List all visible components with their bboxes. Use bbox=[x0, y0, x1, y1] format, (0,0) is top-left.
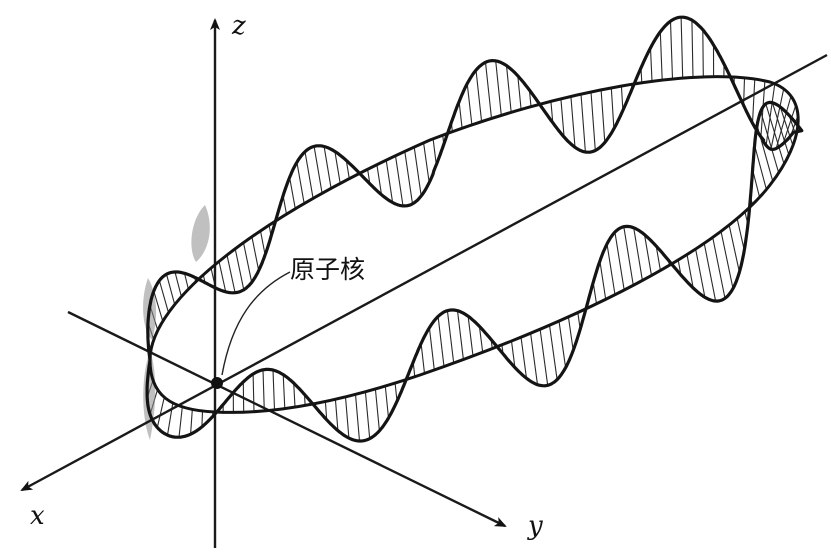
hatch-line bbox=[621, 86, 623, 110]
z-axis-label: z bbox=[231, 11, 246, 41]
hatch-line bbox=[651, 48, 653, 82]
hatch-line bbox=[179, 407, 182, 437]
hatch-line bbox=[766, 104, 784, 164]
hatch-line bbox=[611, 88, 614, 129]
hatch-line bbox=[429, 328, 434, 370]
y-axis bbox=[68, 312, 505, 526]
hatch-line bbox=[704, 243, 715, 301]
hatch-line bbox=[314, 146, 322, 193]
hatch-line bbox=[729, 225, 739, 272]
hatch-line bbox=[219, 261, 226, 291]
hatch-line bbox=[671, 21, 673, 79]
hatch-line bbox=[253, 374, 254, 412]
hatch-line bbox=[385, 386, 388, 418]
hatch-line bbox=[235, 249, 244, 290]
hatch-line bbox=[386, 160, 392, 202]
hatch-line bbox=[559, 321, 566, 368]
hatch-line bbox=[396, 156, 404, 206]
wave-hatching bbox=[147, 17, 798, 441]
hatch-line bbox=[581, 94, 585, 152]
hatch-line bbox=[365, 392, 369, 439]
hatch-line bbox=[305, 152, 313, 199]
hatch-line bbox=[290, 177, 296, 208]
hatch-line bbox=[540, 329, 548, 385]
hatch-line bbox=[703, 30, 704, 77]
hatch-line bbox=[447, 311, 453, 363]
hatch-line bbox=[660, 32, 662, 80]
hatch-line bbox=[753, 79, 755, 123]
hatch-line bbox=[227, 255, 235, 293]
hatch-line bbox=[438, 316, 444, 366]
hatch-line bbox=[467, 84, 472, 125]
hatch-line bbox=[263, 370, 264, 411]
y-axis-label: y bbox=[527, 511, 543, 541]
hatch-line bbox=[571, 96, 575, 147]
hatch-line bbox=[561, 99, 564, 137]
hatch-line bbox=[615, 232, 624, 290]
hatch-line bbox=[273, 370, 275, 410]
hatch-line bbox=[424, 143, 430, 183]
hatch-line bbox=[550, 325, 558, 380]
hatch-line bbox=[405, 151, 413, 203]
hatch-line bbox=[335, 399, 338, 431]
hatch-line bbox=[458, 311, 464, 360]
standing-wave bbox=[147, 17, 802, 441]
hatch-line bbox=[294, 383, 295, 407]
nucleus-dot bbox=[211, 377, 223, 389]
hatch-line bbox=[591, 92, 595, 151]
hatch-line bbox=[433, 139, 436, 165]
hatch-line bbox=[324, 147, 331, 189]
hatch-line bbox=[191, 410, 193, 435]
hatch-line bbox=[634, 228, 643, 281]
hatch-line bbox=[721, 231, 733, 288]
x-axis bbox=[22, 55, 827, 490]
hatch-line bbox=[283, 375, 285, 409]
hatch-line bbox=[476, 70, 482, 122]
hatch-line bbox=[507, 66, 512, 113]
nucleus-leader-line bbox=[222, 272, 290, 375]
hatch-line bbox=[297, 162, 304, 203]
hatch-line bbox=[568, 317, 573, 351]
hatch-line bbox=[421, 343, 424, 373]
hatch-line bbox=[356, 394, 360, 441]
hatch-line bbox=[521, 337, 527, 378]
hatch-line bbox=[531, 333, 538, 385]
hatch-line bbox=[167, 274, 175, 304]
hatch-line bbox=[414, 147, 421, 196]
hatch-line bbox=[486, 62, 492, 118]
hatch-line bbox=[737, 218, 744, 250]
hatch-line bbox=[252, 237, 259, 271]
x-axis-label: x bbox=[30, 501, 45, 531]
hatch-line bbox=[601, 90, 605, 143]
nucleus-label: 原子核 bbox=[290, 255, 365, 284]
hatch-line bbox=[496, 61, 502, 115]
hatch-line bbox=[692, 20, 693, 77]
hatch-line bbox=[607, 244, 615, 295]
hatch-line bbox=[346, 397, 349, 438]
hatch-line bbox=[468, 316, 473, 356]
hatch-line bbox=[159, 281, 168, 313]
hatch-line bbox=[713, 237, 725, 298]
hatch-line bbox=[624, 227, 634, 286]
hatch-line bbox=[681, 17, 683, 78]
hatch-line bbox=[459, 102, 462, 129]
hatch-line bbox=[375, 389, 379, 431]
hatch-line bbox=[244, 243, 252, 283]
hatch-line bbox=[175, 272, 181, 297]
hatch-line bbox=[261, 231, 266, 255]
hatch-line bbox=[600, 261, 606, 299]
